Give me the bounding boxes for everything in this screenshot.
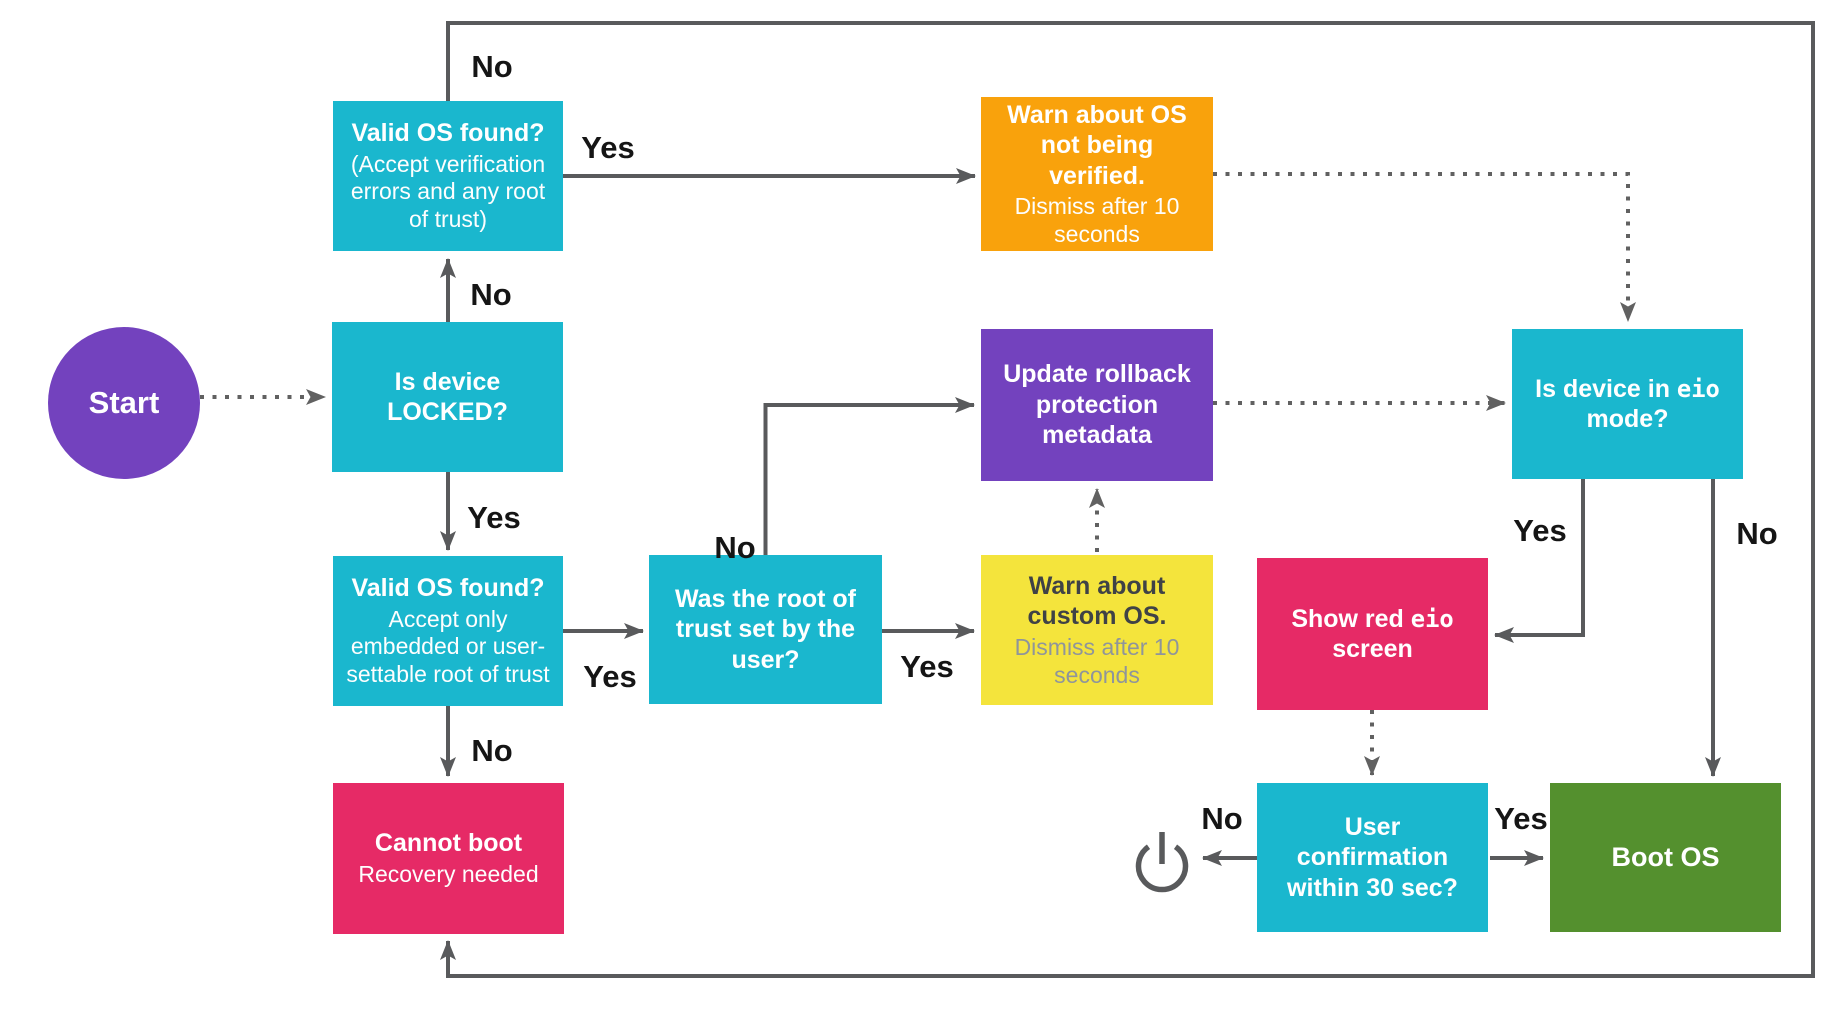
cannot-boot-title: Cannot boot [374,829,523,858]
edge-label-yes-locked: Yes [467,500,521,535]
edge-label-yes-top: Yes [581,130,635,165]
boot-os-node: Boot OS [1550,783,1781,932]
warn-os-not-verified-node: Warn about OS not being verified. Dismis… [981,97,1213,251]
cannot-boot-subtitle: Recovery needed [358,860,539,887]
edge-label-yes-confirm: Yes [1494,801,1548,836]
warn-custom-os-node: Warn about custom OS. Dismiss after 10 s… [981,555,1213,705]
edge-warn-unverified-to-eio [1213,172,1636,322]
valid-os-unlocked-node: Valid OS found? (Accept verification err… [333,101,563,251]
is-device-in-eio-mode-node: Is device in eio mode? [1512,329,1743,479]
show-red-eio-screen-node: Show red eio screen [1257,558,1488,710]
eio-mode-text-pre: Is device in [1535,374,1677,403]
warn-custom-os-title: Warn about custom OS. [1027,571,1167,631]
warn-os-not-verified-subtitle: Dismiss after 10 seconds [1014,193,1180,247]
eio-mode-text-mono: eio [1676,374,1720,403]
eio-mode-text-post: mode? [1586,405,1669,433]
is-device-in-eio-mode-title: Is device in eio mode? [1524,374,1731,435]
edge-label-no-locked: No [470,277,512,312]
red-screen-text-mono: eio [1410,604,1454,633]
user-confirmation-node: User confirmation within 30 sec? [1257,783,1488,932]
red-screen-text-post: screen [1332,635,1413,663]
edge-label-no-valid2: No [471,733,513,768]
update-rollback-title: Update rollback protection metadata [1003,360,1191,450]
warn-custom-os-subtitle: Dismiss after 10 seconds [1014,633,1180,688]
power-icon [1135,832,1189,893]
show-red-eio-screen-title: Show red eio screen [1269,604,1476,665]
root-of-trust-node: Was the root of trust set by the user? [649,555,882,704]
valid-os-unlocked-title: Valid OS found? [351,119,545,148]
valid-os-locked-subtitle: Accept only embedded or user-settable ro… [346,605,550,688]
start-label: Start [88,385,160,420]
user-confirmation-title: User confirmation within 30 sec? [1287,812,1458,902]
edge-label-yes-valid2: Yes [583,659,637,694]
edge-label-no-confirm: No [1201,801,1243,836]
warn-os-not-verified-title: Warn about OS not being verified. [1007,100,1187,190]
update-rollback-node: Update rollback protection metadata [981,329,1213,481]
edge-root-of-trust-no [763,397,975,555]
edge-label-no-eio: No [1736,516,1778,551]
red-screen-text-pre: Show red [1291,604,1411,633]
edge-loop-no-valid-os-to-cannot-boot [440,21,1815,978]
edge-label-no-root: No [714,530,756,565]
edge-label-yes-root: Yes [900,649,954,684]
valid-os-locked-title: Valid OS found? [351,574,545,603]
boot-os-title: Boot OS [1611,842,1720,873]
edge-eio-yes [1494,479,1585,643]
edge-label-no-top: No [471,49,513,84]
cannot-boot-node: Cannot boot Recovery needed [333,783,564,934]
root-of-trust-title: Was the root of trust set by the user? [674,584,856,674]
is-device-locked-node: Is device LOCKED? [332,322,563,472]
valid-os-locked-node: Valid OS found? Accept only embedded or … [333,556,563,706]
valid-os-unlocked-subtitle: (Accept verification errors and any root… [350,150,546,233]
is-device-locked-title: Is device LOCKED? [387,367,508,427]
edge-label-yes-eio: Yes [1513,513,1567,548]
start-node: Start [48,327,200,479]
